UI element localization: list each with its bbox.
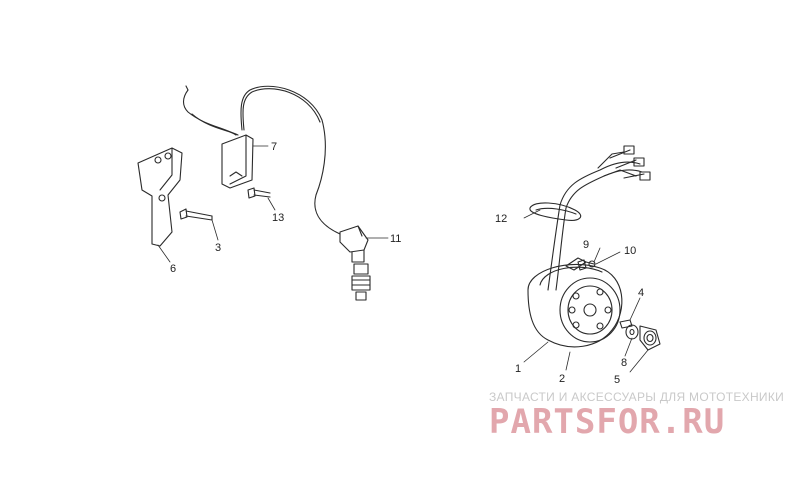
watermark-tagline: ЗАПЧАСТИ И АКСЕССУАРЫ ДЛЯ МОТОТЕХНИКИ bbox=[489, 390, 785, 404]
callout-3: 3 bbox=[215, 242, 221, 254]
callout-5: 5 bbox=[614, 374, 620, 386]
callout-12: 12 bbox=[495, 213, 507, 225]
spark-plug-cap-part bbox=[339, 225, 369, 263]
ignition-coil-part bbox=[182, 85, 341, 235]
bracket-part bbox=[137, 147, 183, 247]
callout-11: 11 bbox=[390, 233, 401, 245]
screw-13 bbox=[247, 187, 271, 199]
screw-9-washer-10 bbox=[577, 259, 596, 271]
callout-13: 13 bbox=[272, 212, 284, 224]
watermark-logo: PARTSFOR.RU bbox=[489, 402, 726, 442]
callout-1: 1 bbox=[515, 363, 521, 375]
washer-nut-part bbox=[625, 324, 661, 351]
spark-plug-part bbox=[351, 263, 371, 301]
callout-9: 9 bbox=[583, 239, 589, 251]
callout-10: 10 bbox=[624, 245, 636, 257]
key-part bbox=[619, 319, 633, 329]
callout-4: 4 bbox=[638, 287, 644, 299]
callout-2: 2 bbox=[559, 373, 565, 385]
screw-3 bbox=[179, 208, 213, 221]
flywheel-stator-part bbox=[527, 257, 623, 348]
leader-lines bbox=[157, 145, 649, 373]
callout-7: 7 bbox=[271, 141, 277, 153]
wiring-harness-part bbox=[529, 145, 651, 291]
callout-8: 8 bbox=[621, 357, 627, 369]
callout-6: 6 bbox=[170, 263, 176, 275]
